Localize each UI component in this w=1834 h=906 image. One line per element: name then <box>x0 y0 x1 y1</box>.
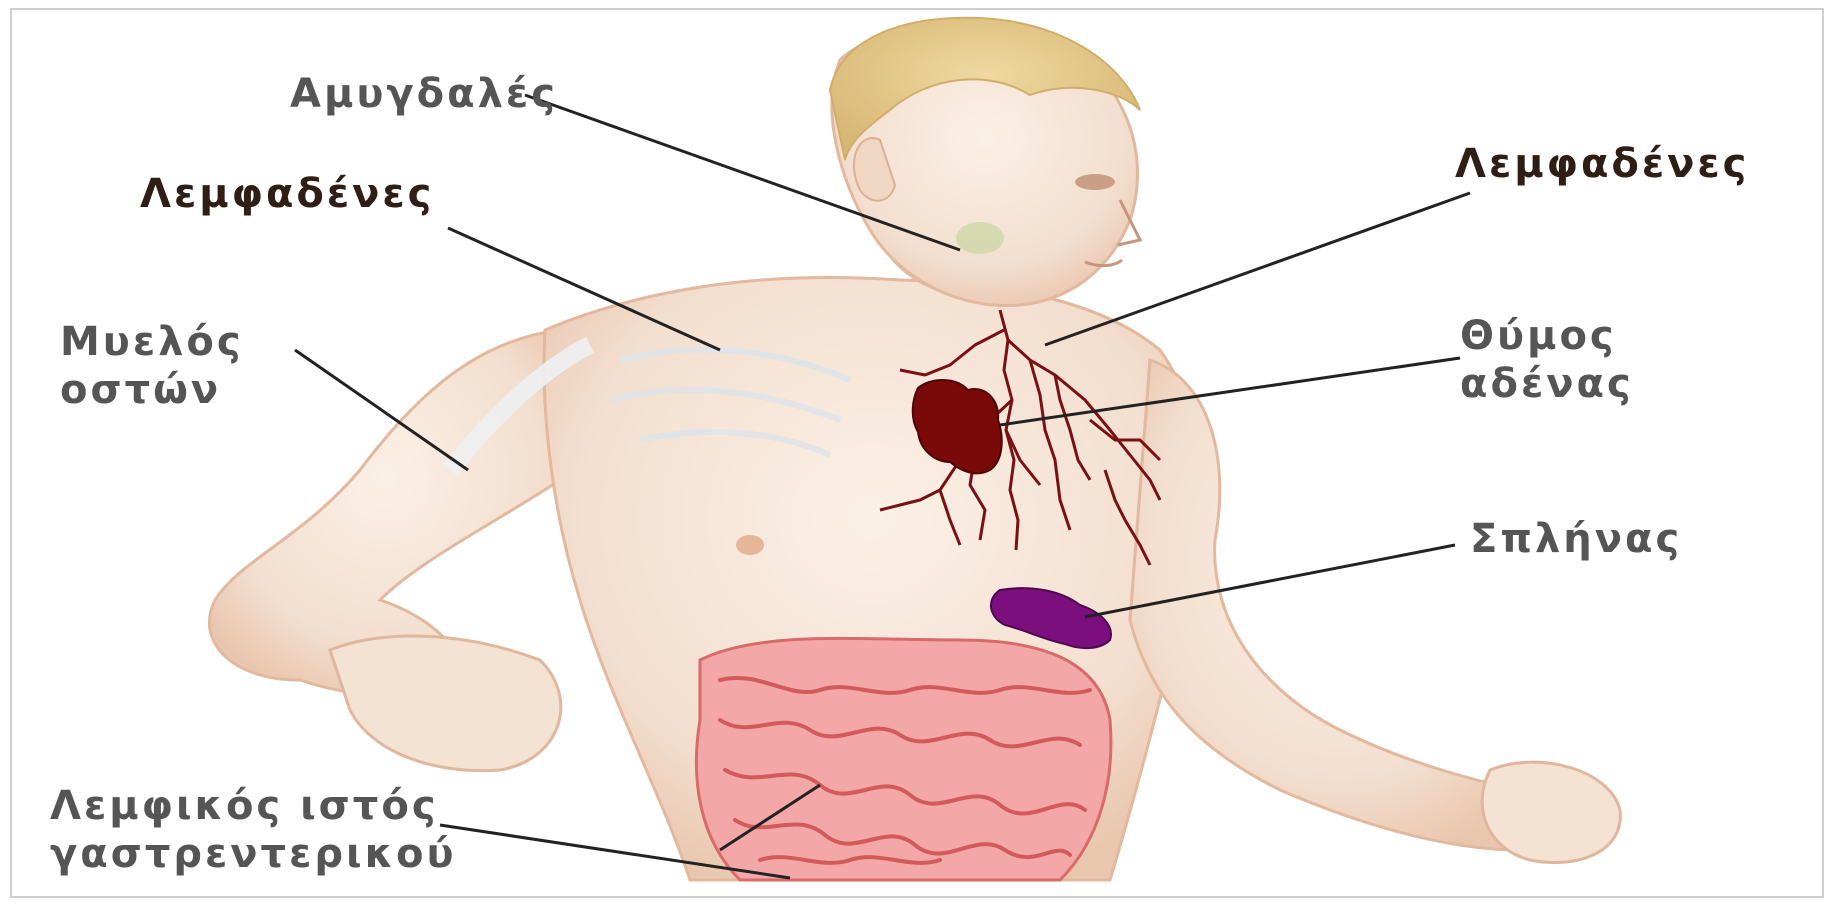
nipple <box>736 535 764 555</box>
label-spleen: Σπλήνας <box>1470 515 1682 563</box>
label-tonsils: Αμυγδαλές <box>290 70 558 118</box>
right-fist <box>330 636 561 771</box>
label-bone-marrow-line1: Μυελός <box>60 318 244 366</box>
eye <box>1075 174 1115 190</box>
left-fist <box>1482 762 1620 862</box>
label-lymph-nodes-right: Λεμφαδένες <box>1455 140 1749 188</box>
label-gut-lymph-tissue-line1: Λεμφικός ιστός <box>50 782 456 830</box>
label-thymus-line2: αδένας <box>1460 360 1634 408</box>
label-gut-lymph-tissue: Λεμφικός ιστός γαστρεντερικού <box>50 782 456 878</box>
label-lymph-nodes-left: Λεμφαδένες <box>140 170 434 218</box>
label-thymus: Θύμος αδένας <box>1460 312 1634 408</box>
label-gut-lymph-tissue-line2: γαστρεντερικού <box>50 830 456 878</box>
label-bone-marrow: Μυελός οστών <box>60 318 244 414</box>
intestines <box>696 638 1111 880</box>
label-bone-marrow-line2: οστών <box>60 366 244 414</box>
label-thymus-line1: Θύμος <box>1460 312 1634 360</box>
tonsil-region <box>956 222 1004 254</box>
